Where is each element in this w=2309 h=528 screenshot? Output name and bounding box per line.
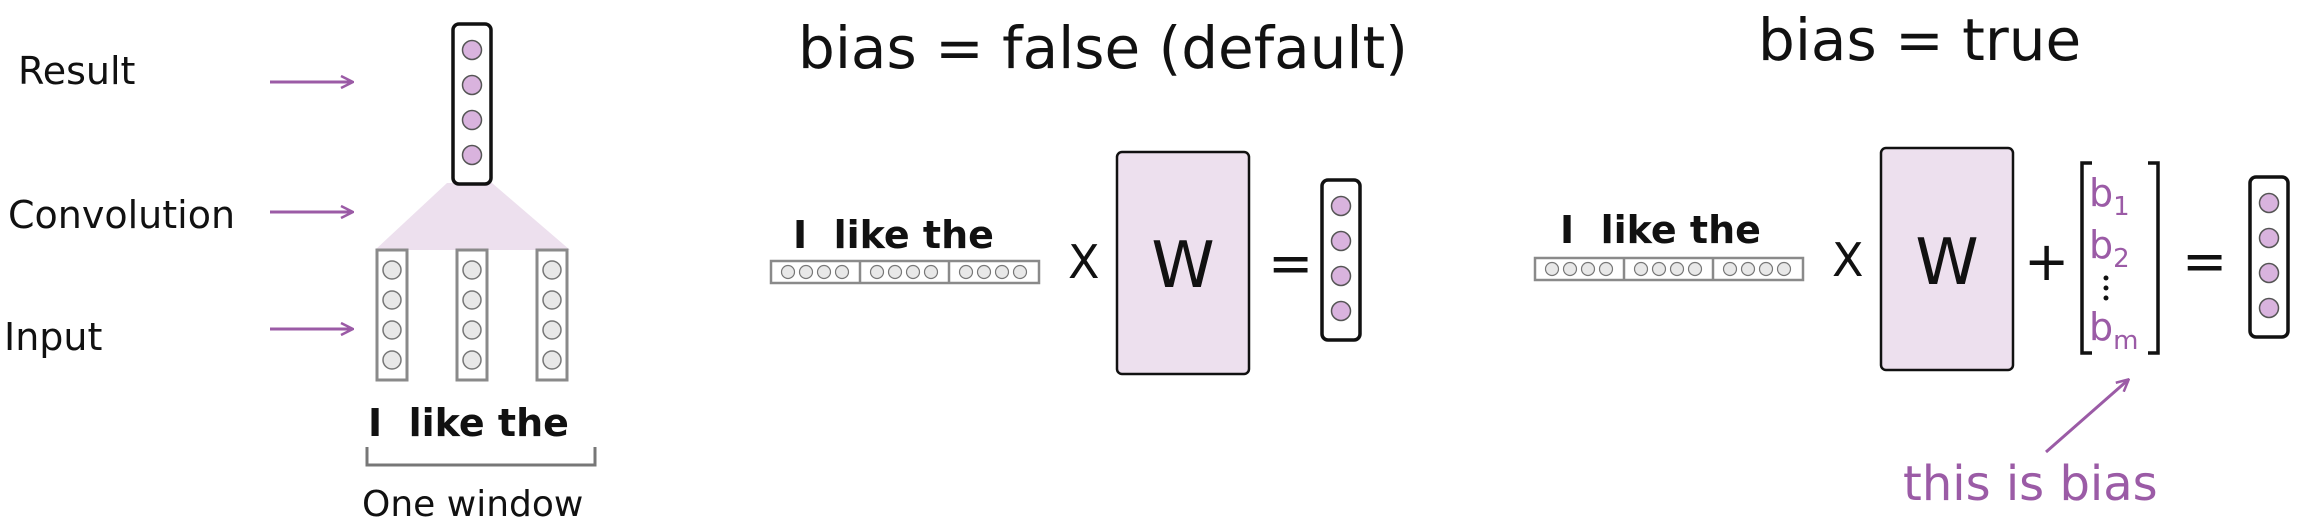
middle-weight-matrix [1115, 150, 1251, 376]
result-node [461, 74, 483, 96]
input-vector-like [455, 248, 489, 382]
bias-entry: b1 [2089, 171, 2130, 222]
bias-ellipsis-dot [2103, 275, 2109, 281]
input-label: Input [4, 315, 102, 359]
plus-sign: + [2024, 230, 2069, 293]
input-words: I like the [368, 401, 569, 445]
middle-matrix-label: W [1151, 229, 1214, 303]
right-weight-matrix [1879, 146, 2015, 372]
right-input-words: I like the [1560, 208, 1761, 252]
middle-output-vector [1320, 178, 1362, 342]
input-vector-i [375, 248, 409, 382]
right-panel: bias = true I like the X W + [1533, 6, 2290, 512]
bias-left-bracket [2080, 161, 2092, 355]
right-times-sign: X [1832, 233, 1864, 287]
right-equals-sign: = [2182, 230, 2227, 293]
window-bracket [365, 447, 597, 467]
middle-title: bias = false (default) [798, 14, 1408, 82]
bias-entry: b2 [2089, 223, 2130, 274]
result-vector [451, 22, 493, 186]
middle-panel: bias = false (default) I like the X W = [769, 14, 1408, 376]
convolution-label: Convolution [8, 193, 235, 237]
result-node [461, 39, 483, 61]
right-output-vector [2248, 175, 2290, 339]
result-node [461, 144, 483, 166]
input-vector-the [535, 248, 569, 382]
middle-input-row [769, 259, 1041, 285]
bias-annotation: this is bias [1903, 456, 2158, 512]
middle-times-sign: X [1068, 235, 1100, 289]
result-node [461, 109, 483, 131]
bias-ellipsis-dot [2103, 285, 2109, 291]
middle-input-words: I like the [793, 213, 994, 257]
right-input-row [1533, 256, 1805, 282]
result-label: Result [18, 49, 135, 93]
right-matrix-label: W [1915, 226, 1978, 300]
bias-ellipsis-dot [2103, 295, 2109, 301]
bias-annotation-arrow [2045, 380, 2128, 454]
left-panel: Result Convolution Input [4, 22, 597, 525]
right-title: bias = true [1758, 6, 2081, 74]
bias-entry: bm [2089, 305, 2138, 356]
window-caption: One window [362, 484, 583, 525]
middle-equals-sign: = [1268, 232, 1313, 295]
bias-vector: b1 b2 bm [2080, 161, 2160, 356]
bias-right-bracket [2148, 161, 2160, 355]
convolution-region [375, 183, 570, 250]
